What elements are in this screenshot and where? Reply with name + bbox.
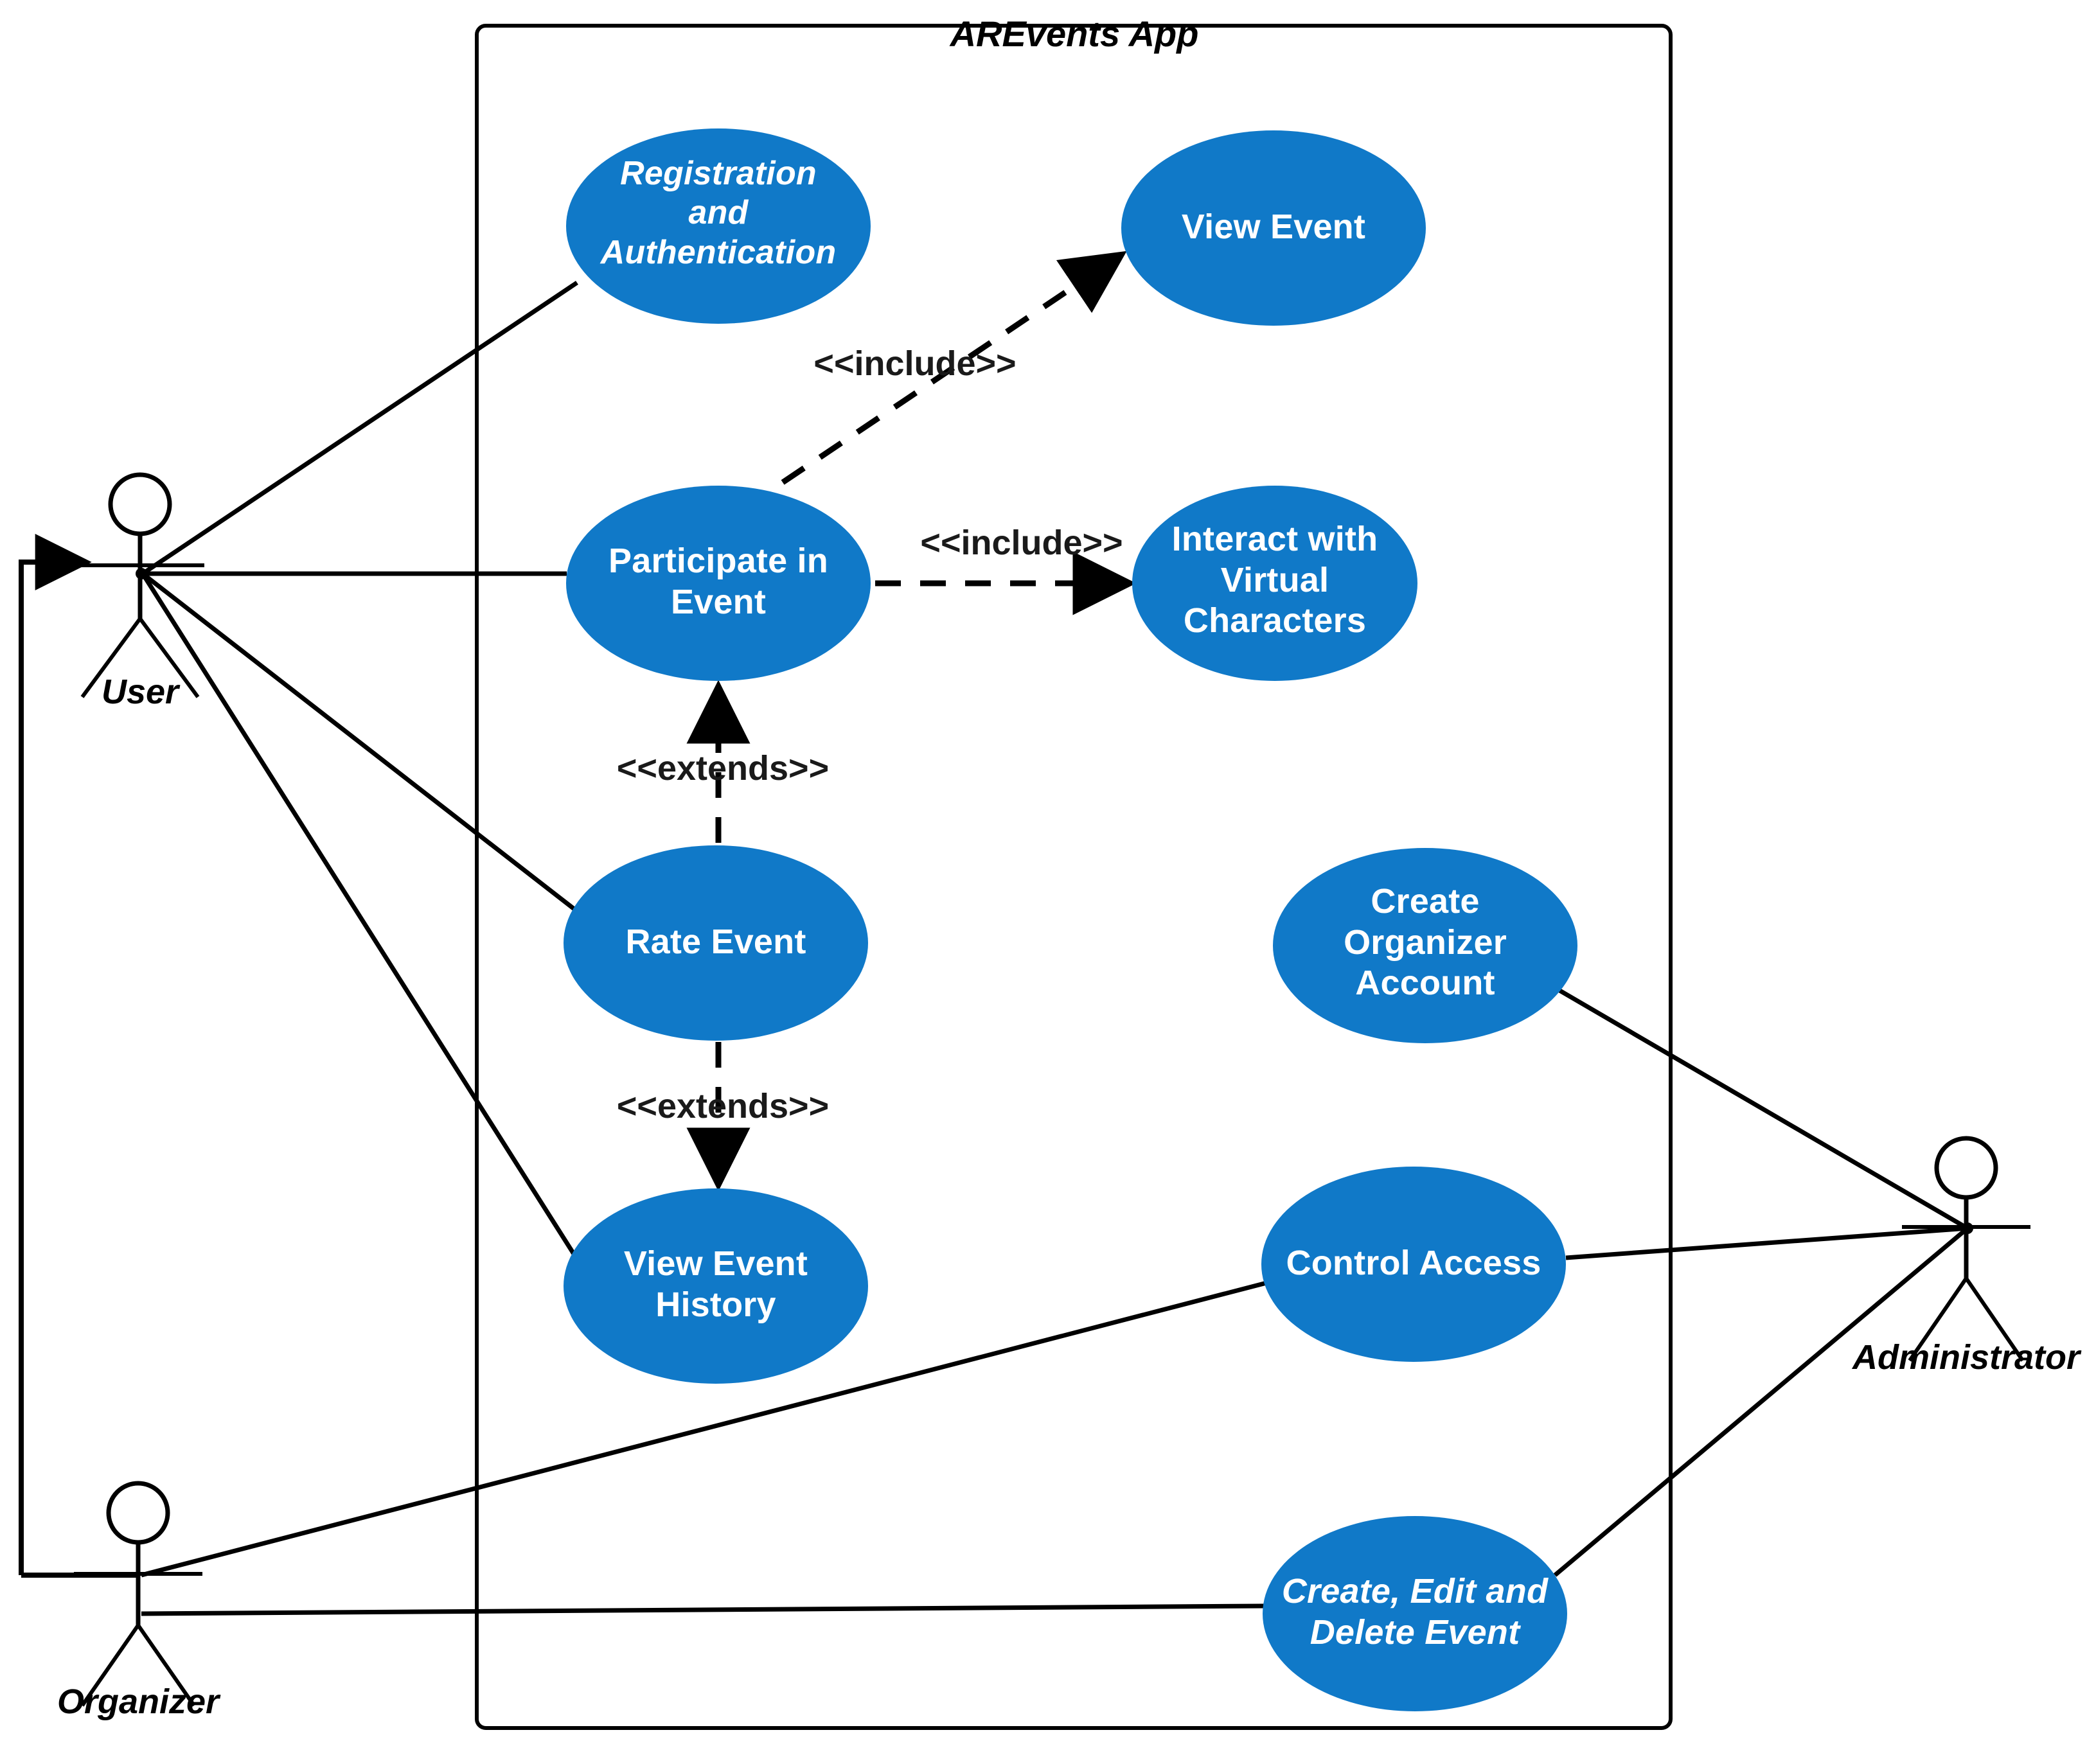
assoc-user-registration — [141, 281, 578, 576]
user-head-icon — [108, 472, 172, 536]
actor-administrator[interactable] — [1902, 1136, 2030, 1362]
assoc-user-rate-event — [141, 572, 580, 914]
relation-label-include-view-event: <<include>> — [813, 344, 1017, 383]
relation-label-extends-participate: <<extends>> — [616, 749, 830, 788]
dependency-lines — [686, 251, 1137, 1192]
use-case-participate[interactable] — [566, 486, 871, 681]
assoc-admin-control-access — [1565, 1226, 1968, 1260]
user-leg-right — [138, 617, 200, 698]
generalization-organizer-to-user — [19, 534, 92, 1575]
use-case-view-history[interactable] — [564, 1188, 868, 1384]
organizer-head-icon — [106, 1481, 170, 1545]
assoc-admin-crud-event — [1553, 1226, 1969, 1577]
administrator-leg-right — [1964, 1277, 2025, 1362]
actor-organizer[interactable] — [74, 1481, 202, 1707]
include-participate-to-view-event — [743, 251, 1127, 510]
administrator-head-icon — [1934, 1136, 1998, 1200]
association-lines — [141, 281, 1969, 1616]
assoc-admin-create-org — [1556, 987, 1969, 1231]
assoc-organizer-control-access — [141, 1280, 1270, 1578]
use-case-create-org[interactable] — [1273, 848, 1577, 1043]
user-joint-dot — [136, 568, 147, 579]
system-boundary-box — [475, 24, 1673, 1730]
organizer-leg-left — [80, 1624, 140, 1707]
user-leg-left — [80, 617, 142, 698]
use-case-rate-event[interactable] — [564, 845, 868, 1041]
use-case-registration[interactable] — [566, 128, 871, 324]
administrator-joint-dot — [1962, 1222, 1973, 1234]
system-boundary-title: AREvents App — [950, 13, 1199, 54]
actor-user[interactable] — [76, 472, 204, 698]
assoc-organizer-crud-event — [141, 1603, 1265, 1616]
administrator-leg-left — [1908, 1277, 1968, 1362]
actor-label-organizer: Organizer — [57, 1682, 220, 1721]
actor-label-administrator: Administrator — [1852, 1338, 2081, 1377]
organizer-leg-right — [136, 1624, 196, 1707]
actor-label-user: User — [101, 673, 179, 711]
use-case-crud-event[interactable] — [1263, 1516, 1567, 1711]
use-case-ellipses[interactable] — [564, 128, 1577, 1711]
use-case-control-access[interactable] — [1261, 1167, 1566, 1362]
use-case-view-event[interactable] — [1121, 130, 1426, 326]
assoc-user-view-history — [141, 572, 579, 1260]
relation-label-extends-history: <<extends>> — [616, 1087, 830, 1125]
use-case-interact[interactable] — [1132, 486, 1417, 681]
relation-label-include-interact: <<include>> — [920, 524, 1123, 562]
